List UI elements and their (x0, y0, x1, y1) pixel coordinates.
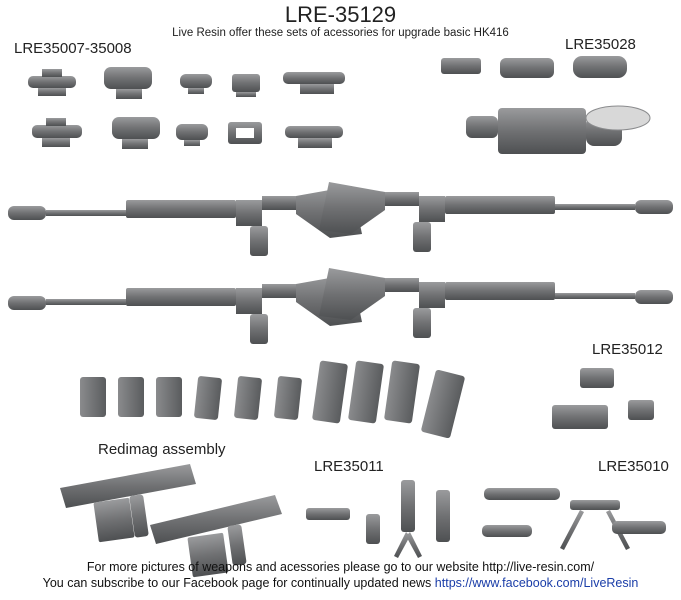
redimag-assembly-left (60, 464, 196, 543)
night-vision-group (441, 56, 651, 154)
label-lights-set: LRE35010 (598, 458, 669, 475)
nv-goggle (573, 56, 627, 78)
holo-sight (228, 122, 262, 144)
magazine-6 (274, 376, 302, 420)
grip-angled (306, 508, 350, 520)
label-night-vision-set: LRE35028 (565, 36, 636, 53)
weapon-light-3 (612, 521, 666, 534)
magazine-9 (384, 360, 420, 424)
magazine-2 (118, 377, 144, 417)
rail-riser-scope-1 (283, 72, 345, 94)
label-optics-set: LRE35007-35008 (14, 40, 132, 57)
product-subtitle: Live Resin offer these sets of acessorie… (172, 27, 509, 39)
optics-group-top (28, 67, 345, 99)
optics-group-bottom (32, 117, 343, 149)
magazine-10 (421, 369, 465, 439)
magazine-7 (312, 360, 348, 424)
rifle-bottom-left (8, 274, 362, 344)
magazines-row (80, 360, 465, 439)
magnifier-scope-2 (112, 117, 160, 149)
magazine-4 (194, 376, 222, 420)
facebook-link[interactable]: https://www.facebook.com/LiveResin (434, 576, 639, 590)
weapon-light-1 (484, 488, 560, 500)
weapon-light-2 (482, 525, 532, 537)
thermal-sight-large (466, 105, 651, 154)
label-redimag: Redimag assembly (98, 441, 226, 458)
grips-group (306, 480, 450, 558)
magazine-3 (156, 377, 182, 417)
laser-group (552, 368, 654, 429)
label-grips-set: LRE35011 (314, 458, 384, 475)
lights-group (482, 488, 666, 550)
nv-small-mount (441, 58, 481, 74)
label-laser-set: LRE35012 (592, 341, 663, 358)
red-dot-sight-1 (232, 74, 260, 97)
rifle-top-left (8, 186, 362, 256)
rifle-bottom-right (319, 268, 673, 338)
magnifier-small-2 (176, 124, 208, 146)
redimag-assembly-right (150, 495, 282, 578)
magnifier-scope-1 (104, 67, 152, 99)
nv-scope (500, 58, 554, 78)
magazine-1 (80, 377, 106, 417)
product-code-title: LRE-35129 (284, 2, 397, 27)
rifle-top-right (319, 182, 673, 252)
grip-short (366, 514, 380, 544)
rail-riser-scope-2 (285, 126, 343, 148)
magazine-8 (348, 360, 384, 424)
bipod-grip (394, 480, 422, 558)
footer-facebook-line: You can subscribe to our Facebook page f… (0, 576, 681, 590)
magazine-5 (234, 376, 262, 420)
footer-website-line: For more pictures of weapons and acessor… (86, 560, 595, 574)
acog-scope-2 (32, 118, 82, 147)
magnifier-small-1 (180, 74, 212, 94)
grip-vertical (436, 490, 450, 542)
acog-scope-1 (28, 69, 76, 96)
footer-facebook-text: You can subscribe to our Facebook page f… (42, 576, 435, 590)
